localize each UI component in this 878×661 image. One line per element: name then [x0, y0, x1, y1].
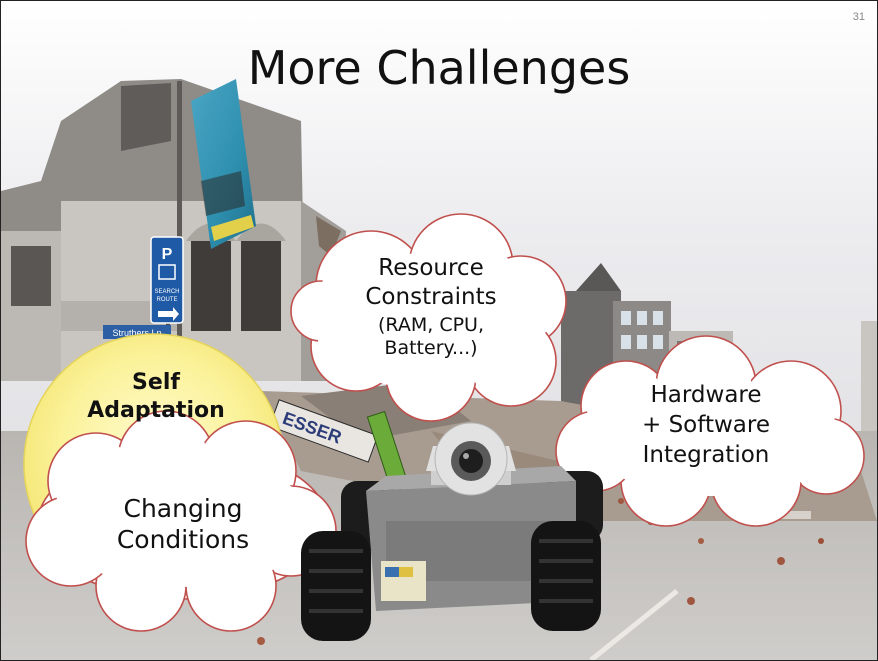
- hardware-software-label: Hardware + Software Integration: [611, 381, 801, 471]
- resource-constraints-line-4: Battery...): [384, 337, 478, 360]
- changing-conditions-label: Changing Conditions: [83, 493, 283, 556]
- hardware-line-2: + Software: [642, 411, 770, 438]
- self-adaptation-label: Self Adaptation: [81, 369, 231, 424]
- street-sign-text: Struthers Ln: [112, 328, 161, 338]
- parking-sign-text-2: ROUTE: [157, 297, 178, 303]
- resource-constraints-line-3: (RAM, CPU,: [378, 313, 484, 336]
- resource-constraints-cloud: [290, 213, 567, 422]
- parking-letter: P: [162, 246, 173, 263]
- flag-banner: [177, 79, 256, 381]
- self-adaptation-line-1: Self: [132, 370, 180, 395]
- changing-conditions-line-2: Conditions: [116, 525, 250, 555]
- parking-sign: P SEARCH ROUTE Struthers Ln: [103, 236, 184, 381]
- hardware-line-1: Hardware: [650, 382, 762, 408]
- hardware-software-cloud: [555, 335, 865, 527]
- changing-conditions-cloud: [25, 410, 337, 632]
- resource-constraints-line-2: Constraints: [365, 283, 497, 310]
- slide-number: 31: [852, 11, 865, 23]
- self-adaptation-line-2: Adaptation: [87, 397, 225, 423]
- slide-title: More Challenges: [247, 41, 631, 95]
- changing-conditions-line-1: Changing: [123, 494, 243, 523]
- parking-sign-text-1: SEARCH: [154, 289, 179, 295]
- robot: [301, 422, 603, 641]
- hardware-line-3: Integration: [642, 441, 770, 468]
- resource-constraints-line-1: Resource: [378, 255, 484, 281]
- resource-constraints-label: Resource Constraints (RAM, CPU, Battery.…: [341, 254, 521, 361]
